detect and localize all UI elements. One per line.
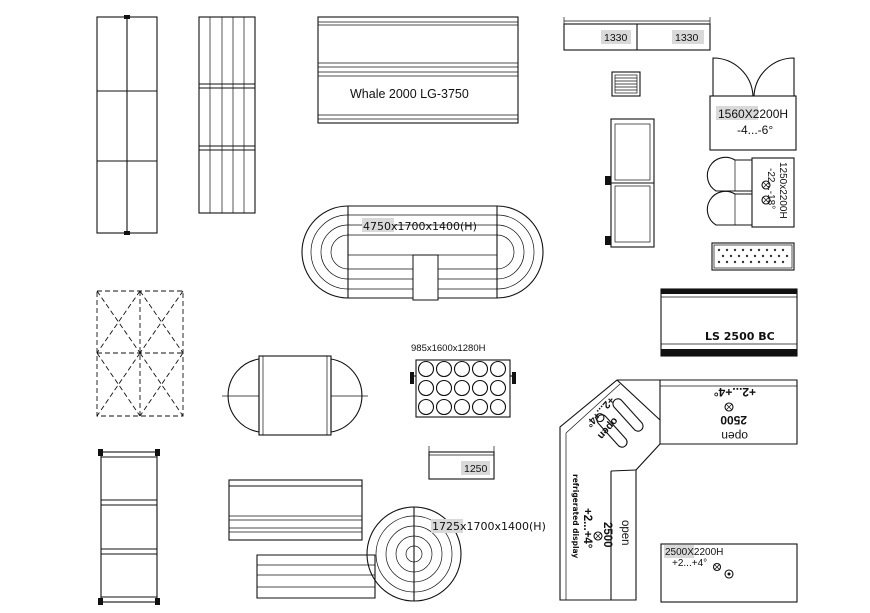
corner-2500-top: 2500 [720,413,747,427]
vertical-double-cabinet [605,118,655,248]
corner-2500-vert: 2500 [601,522,613,548]
tag-1250: 1250 [464,463,488,475]
temp-1250-label: -22...-18° [765,168,776,209]
whale-cabinet [317,16,519,124]
unit-1250 [428,446,495,480]
dims-985-label: 985x1600x1280H [411,343,486,354]
ladder-shelf [98,449,160,605]
spiral-dims-label: 1725x1700x1400(H) [432,520,546,533]
dashed-area-grid [96,290,184,417]
pill-booth [222,355,368,436]
corner-temp-vert: +2...+4° [581,508,593,549]
cold-room-1560 [709,57,797,151]
drain-grate [611,71,641,97]
chest-freezer [228,479,363,541]
corner-open-vert: open [619,520,631,546]
spiral-counter [256,506,463,602]
bottle-rack [410,359,516,418]
box-2500-label: 2500X2200H [665,547,723,558]
cold-room-1250 [706,156,795,228]
tag-1330-b: 1330 [675,32,699,44]
temp-2500-label: +2...+4° [672,558,707,569]
door-1560-label: 1560X2200H [718,107,788,121]
tall-shelf-unit [96,15,158,235]
dotted-bench [711,242,795,271]
corner-display [559,379,798,601]
refrig-display-label: refrigerated display [571,474,580,558]
tag-1330-a: 1330 [604,32,628,44]
grid-rack [198,16,256,214]
twin-1330-units [563,17,711,51]
temp-1560-label: -4...-6° [737,123,773,137]
oval-island [301,205,544,301]
door-1250-label: 1250x2200H [777,162,788,219]
oval-dims-label: 4750x1700x1400(H) [363,220,477,233]
corner-temp-top: +2...+4° [714,385,756,399]
ls2500-cabinet [660,288,798,357]
whale-label: Whale 2000 LG-3750 [350,87,469,101]
corner-open-top: open [721,429,748,443]
ls2500-label: LS 2500 BC [705,330,775,343]
box-2500 [660,543,798,603]
